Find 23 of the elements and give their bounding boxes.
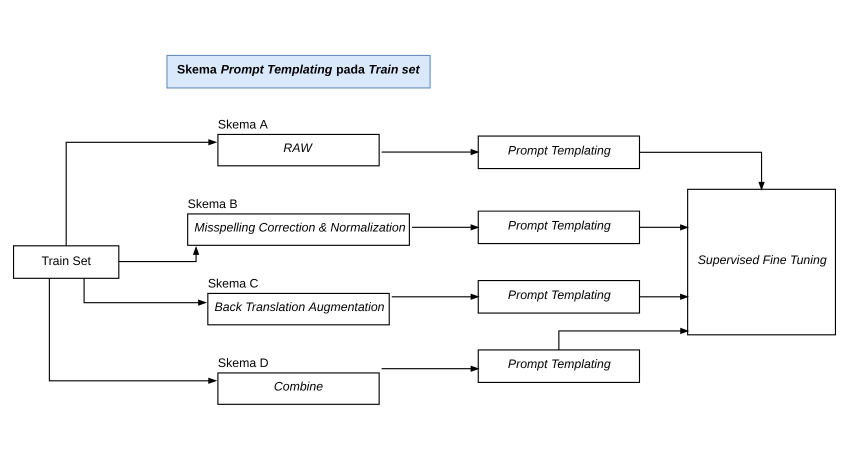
arrow <box>119 245 200 262</box>
node-box: Prompt Templating <box>478 348 640 382</box>
node-box: Prompt Templating <box>478 280 640 314</box>
node-box: Supervised Fine Tuning <box>687 188 836 335</box>
arrow <box>640 293 690 300</box>
arrow <box>84 278 208 306</box>
arrow <box>48 278 218 384</box>
arrow <box>558 327 690 350</box>
node-box: Prompt Templating <box>478 135 640 169</box>
node-label: Skema C <box>208 276 258 290</box>
arrow <box>382 148 480 155</box>
node-label: Skema B <box>188 196 238 211</box>
arrow <box>382 365 480 372</box>
arrow <box>392 293 480 300</box>
node-box: Skema Prompt Templating pada Train set <box>166 54 431 88</box>
arrow <box>412 224 480 230</box>
node-label: Skema D <box>218 356 268 370</box>
node-box: Prompt Templating <box>478 210 640 244</box>
arrow <box>640 224 690 230</box>
arrow <box>640 151 765 190</box>
node-box: Train Set <box>13 244 120 278</box>
arrow <box>66 138 218 245</box>
node-label: Skema A <box>218 117 268 132</box>
